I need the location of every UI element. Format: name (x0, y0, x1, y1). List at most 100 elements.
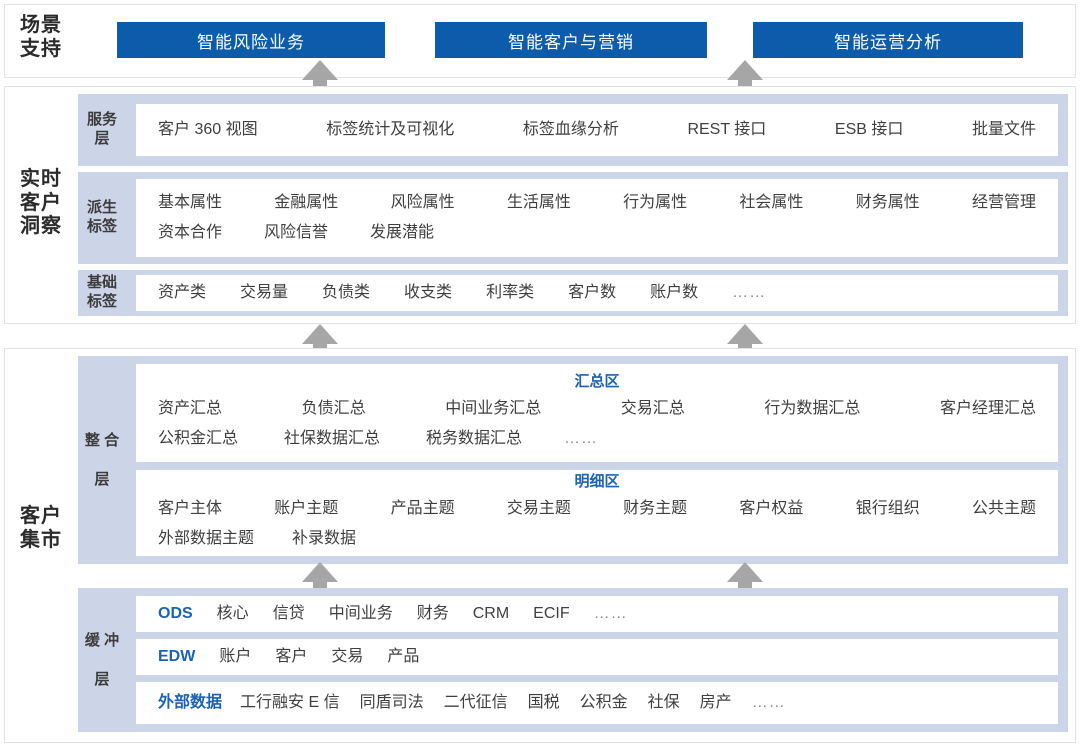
base-tags-band: 基础 标签 资产类 交易量 负债类 收支类 利率类 客户数 账户数 …… (78, 270, 1068, 316)
buffer-ods-box: ODS 核心 信贷 中间业务 财务 CRM ECIF …… (136, 596, 1058, 632)
detail-zone-title: 明细区 (574, 473, 620, 491)
derived-tag[interactable]: 财务属性 (855, 193, 920, 211)
detail-item[interactable]: 补录数据 (292, 530, 357, 548)
derived-tag[interactable]: 风险信誉 (264, 224, 329, 241)
derived-tag[interactable]: 风险属性 (390, 193, 455, 211)
detail-zone-row-2: 外部数据主题 补录数据 (158, 524, 1036, 554)
summary-zone-ellipsis: …… (564, 430, 599, 448)
detail-item[interactable]: 银行组织 (855, 499, 920, 517)
buffer-item[interactable]: 交易 (331, 647, 364, 665)
summary-item[interactable]: 公积金汇总 (158, 430, 239, 448)
service-item[interactable]: 批量文件 (971, 120, 1036, 138)
buffer-item[interactable]: 国税 (527, 693, 560, 711)
derived-tag[interactable]: 行为属性 (623, 193, 688, 211)
derived-tag[interactable]: 经营管理 (971, 193, 1036, 211)
buffer-item[interactable]: 客户 (275, 647, 308, 665)
base-tag[interactable]: 利率类 (486, 283, 535, 301)
detail-item[interactable]: 财务主题 (623, 499, 688, 517)
buffer-source-external[interactable]: 外部数据 (158, 693, 223, 711)
derived-tag[interactable]: 社会属性 (739, 193, 804, 211)
buffer-item[interactable]: 房产 (699, 693, 732, 711)
derived-tags-label: 派生 标签 (86, 199, 117, 235)
buffer-layer-label: 缓 冲 层 (84, 632, 120, 688)
summary-zone-row-2: 公积金汇总 社保数据汇总 税务数据汇总 …… (158, 424, 1036, 454)
base-tag[interactable]: 负债类 (322, 283, 371, 301)
group-label-scene: 场景 支持 (20, 14, 62, 60)
summary-item[interactable]: 负债汇总 (301, 399, 366, 417)
derived-tags-band: 派生 标签 基本属性 金融属性 风险属性 生活属性 行为属性 社会属性 财务属性… (78, 172, 1068, 264)
service-layer-band: 服务 层 客户 360 视图 标签统计及可视化 标签血缘分析 REST 接口 E… (78, 94, 1068, 166)
service-item[interactable]: ESB 接口 (834, 120, 904, 138)
buffer-external-row: 外部数据 工行融安 E 信 同盾司法 二代征信 国税 公积金 社保 房产 …… (158, 688, 1036, 718)
base-tag-ellipsis: …… (732, 283, 767, 301)
derived-tag[interactable]: 资本合作 (158, 224, 223, 241)
summary-item[interactable]: 行为数据汇总 (764, 399, 861, 417)
summary-item[interactable]: 中间业务汇总 (445, 399, 542, 417)
derived-tags-row-1: 基本属性 金融属性 风险属性 生活属性 行为属性 社会属性 财务属性 经营管理 (158, 188, 1036, 218)
buffer-item[interactable]: 产品 (387, 647, 420, 665)
buffer-edw-row: EDW 账户 客户 交易 产品 (158, 642, 1036, 672)
summary-zone-box: 汇总区 资产汇总 负债汇总 中间业务汇总 交易汇总 行为数据汇总 客户经理汇总 … (136, 364, 1058, 462)
summary-zone-row-1: 资产汇总 负债汇总 中间业务汇总 交易汇总 行为数据汇总 客户经理汇总 (158, 394, 1036, 424)
base-tag[interactable]: 交易量 (240, 283, 289, 301)
detail-item[interactable]: 外部数据主题 (158, 530, 255, 548)
buffer-item[interactable]: 公积金 (579, 693, 628, 711)
base-tag[interactable]: 账户数 (650, 283, 699, 301)
buffer-external-ellipsis: …… (751, 693, 786, 711)
base-tags-items: 资产类 交易量 负债类 收支类 利率类 客户数 账户数 …… (158, 278, 1036, 308)
detail-item[interactable]: 客户主体 (158, 499, 223, 517)
buffer-item[interactable]: 工行融安 E 信 (240, 693, 340, 711)
service-layer-box: 客户 360 视图 标签统计及可视化 标签血缘分析 REST 接口 ESB 接口… (136, 104, 1058, 156)
buffer-item[interactable]: 账户 (219, 647, 252, 665)
summary-item[interactable]: 资产汇总 (158, 399, 223, 417)
buffer-item[interactable]: 中间业务 (328, 604, 393, 622)
base-tags-box: 资产类 交易量 负债类 收支类 利率类 客户数 账户数 …… (136, 275, 1058, 311)
derived-tags-row-2: 资本合作 风险信誉 发展潜能 (158, 218, 1036, 248)
derived-tag[interactable]: 生活属性 (506, 193, 571, 211)
buffer-item[interactable]: ECIF (533, 604, 570, 622)
service-layer-items: 客户 360 视图 标签统计及可视化 标签血缘分析 REST 接口 ESB 接口… (158, 115, 1036, 145)
buffer-source-ods[interactable]: ODS (158, 604, 193, 622)
scenario-button-operations[interactable]: 智能运营分析 (753, 22, 1023, 58)
buffer-ods-ellipsis: …… (593, 604, 628, 622)
buffer-item[interactable]: 社保 (647, 693, 680, 711)
derived-tag[interactable]: 发展潜能 (370, 224, 435, 241)
detail-item[interactable]: 交易主题 (506, 499, 571, 517)
scenario-button-customer-marketing[interactable]: 智能客户与营销 (435, 22, 707, 58)
detail-zone-box: 明细区 客户主体 账户主题 产品主题 交易主题 财务主题 客户权益 银行组织 公… (136, 470, 1058, 556)
detail-item[interactable]: 产品主题 (390, 499, 455, 517)
summary-zone-title: 汇总区 (574, 373, 620, 391)
summary-item[interactable]: 客户经理汇总 (939, 399, 1036, 417)
buffer-item[interactable]: 信贷 (272, 604, 305, 622)
detail-item[interactable]: 公共主题 (971, 499, 1036, 517)
summary-item[interactable]: 交易汇总 (620, 399, 685, 417)
derived-tag[interactable]: 基本属性 (158, 193, 223, 211)
buffer-external-box: 外部数据 工行融安 E 信 同盾司法 二代征信 国税 公积金 社保 房产 …… (136, 682, 1058, 724)
service-item[interactable]: 标签统计及可视化 (326, 120, 455, 138)
integration-layer-band: 整 合 层 汇总区 资产汇总 负债汇总 中间业务汇总 交易汇总 行为数据汇总 客… (78, 356, 1068, 564)
buffer-item[interactable]: 财务 (416, 604, 449, 622)
service-layer-label: 服务 层 (86, 111, 117, 147)
integration-layer-label: 整 合 层 (84, 432, 120, 488)
buffer-item[interactable]: 同盾司法 (359, 693, 424, 711)
summary-item[interactable]: 税务数据汇总 (426, 430, 523, 448)
buffer-layer-band: 缓 冲 层 ODS 核心 信贷 中间业务 财务 CRM ECIF …… EDW … (78, 588, 1068, 732)
base-tag[interactable]: 资产类 (158, 283, 207, 301)
service-item[interactable]: REST 接口 (687, 120, 767, 138)
service-item[interactable]: 客户 360 视图 (158, 120, 258, 138)
service-item[interactable]: 标签血缘分析 (522, 120, 619, 138)
base-tag[interactable]: 收支类 (404, 283, 453, 301)
summary-item[interactable]: 社保数据汇总 (284, 430, 381, 448)
buffer-source-edw[interactable]: EDW (158, 647, 196, 665)
detail-item[interactable]: 账户主题 (274, 499, 339, 517)
derived-tag[interactable]: 金融属性 (274, 193, 339, 211)
buffer-item[interactable]: 二代征信 (443, 693, 508, 711)
buffer-item[interactable]: CRM (472, 604, 510, 622)
buffer-item[interactable]: 核心 (216, 604, 249, 622)
detail-item[interactable]: 客户权益 (739, 499, 804, 517)
buffer-edw-box: EDW 账户 客户 交易 产品 (136, 639, 1058, 675)
base-tags-label: 基础 标签 (86, 274, 117, 310)
scenario-button-risk[interactable]: 智能风险业务 (117, 22, 385, 58)
base-tag[interactable]: 客户数 (568, 283, 617, 301)
